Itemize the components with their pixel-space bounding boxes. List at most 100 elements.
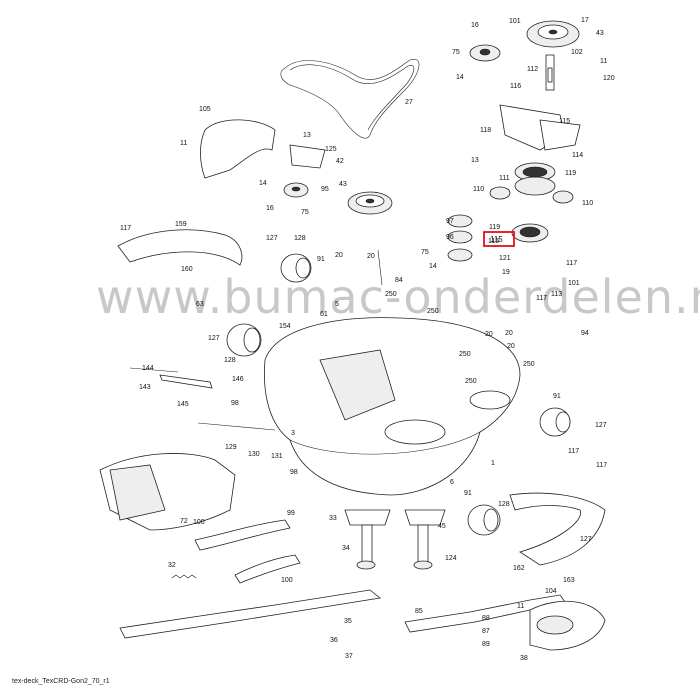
callout-label: 20	[367, 253, 375, 260]
parts-artwork	[99, 20, 606, 651]
callout-label: 104	[545, 588, 557, 595]
callout-label: 162	[513, 565, 525, 572]
callout-label: 250	[459, 351, 471, 358]
callout-label: 11	[600, 58, 607, 65]
callout-label: 34	[342, 545, 350, 552]
callout-label: 75	[421, 249, 429, 256]
callout-label: 91	[553, 393, 561, 400]
callout-label: 160	[181, 266, 193, 273]
callout-label: 5	[335, 301, 339, 308]
callout-label: 14	[259, 180, 267, 187]
callout-label: 36	[330, 637, 338, 644]
callout-label: 96	[446, 234, 454, 241]
callout-label: 111	[499, 175, 510, 182]
callout-label: 128	[294, 235, 306, 242]
callout-label: 127	[580, 536, 592, 543]
callout-label: 43	[596, 30, 604, 37]
callout-label: 45	[438, 523, 446, 530]
callout-label: 14	[429, 263, 437, 270]
callout-label: 117	[596, 462, 607, 469]
callout-label: 128	[498, 501, 510, 508]
callout-label: 101	[509, 18, 521, 25]
callout-label: 84	[395, 277, 403, 284]
callout-label: 75	[301, 209, 309, 216]
callout-label: 91	[317, 256, 325, 263]
callout-label: 144	[142, 365, 154, 372]
callout-label: 32	[168, 562, 176, 569]
callout-label: 88	[482, 615, 490, 622]
callout-label: 43	[339, 181, 347, 188]
callout-label: 17	[581, 17, 589, 24]
callout-label: 99	[287, 510, 295, 517]
callout-label: 250	[465, 378, 477, 385]
callout-label: 11	[517, 603, 524, 610]
callout-label: 163	[563, 577, 575, 584]
callout-label: 110	[582, 200, 593, 207]
callout-label: 27	[405, 99, 413, 106]
callout-label: 85	[415, 608, 423, 615]
callout-label: 37	[345, 653, 353, 660]
callout-label: 113	[551, 291, 562, 298]
callout-label: 146	[232, 376, 244, 383]
callout-label: 13	[303, 132, 311, 139]
callout-label: 6	[450, 479, 454, 486]
callout-label: 75	[452, 49, 460, 56]
callout-label: 159	[175, 221, 187, 228]
callout-label: 115	[488, 238, 499, 245]
callout-label: 105	[199, 106, 211, 113]
callout-label: 91	[464, 490, 472, 497]
callout-labels: 17 16 101 43 75 102 11 112 120 14 116 27…	[120, 17, 615, 662]
callout-label: 119	[565, 170, 576, 177]
callout-label: 13	[471, 157, 479, 164]
callout-label: 154	[279, 323, 291, 330]
callout-label: 127	[208, 335, 220, 342]
callout-label: 61	[320, 311, 328, 318]
callout-label: 115	[559, 118, 570, 125]
callout-label: 110	[473, 186, 484, 193]
callout-label: 16	[266, 205, 274, 212]
callout-label: 118	[480, 127, 491, 134]
callout-label: 38	[520, 655, 528, 662]
callout-label: 101	[568, 280, 580, 287]
diagram-caption: tex-deck_TexCRD-Gon2_70_r1	[12, 678, 110, 685]
callout-label: 145	[177, 401, 189, 408]
callout-label: 117	[568, 448, 579, 455]
callout-label: 100	[193, 519, 205, 526]
highlighted-part-label: 115	[490, 235, 503, 244]
callout-label: 117	[536, 295, 547, 302]
callout-label: 250	[385, 291, 397, 298]
callout-label: 250	[427, 308, 439, 315]
callout-label: 3	[291, 430, 295, 437]
callout-label: 130	[248, 451, 260, 458]
callout-label: 119	[489, 224, 500, 231]
callout-label: 100	[281, 577, 293, 584]
callout-label: 20	[505, 330, 513, 337]
callout-label: 112	[527, 66, 538, 73]
callout-label: 33	[329, 515, 337, 522]
watermark-text: www.bumac-onderdelen.nl	[96, 270, 700, 324]
callout-label: 1	[491, 460, 495, 467]
callout-label: 98	[290, 469, 298, 476]
callout-label: 72	[180, 518, 188, 525]
callout-label: 129	[225, 444, 237, 451]
callout-label: 20	[335, 252, 343, 259]
callout-label: 128	[224, 357, 236, 364]
callout-label: 121	[499, 255, 511, 262]
callout-label: 11	[180, 140, 187, 147]
callout-label: 19	[502, 269, 510, 276]
highlighted-part-callout[interactable]: 115	[483, 231, 515, 247]
callout-label: 87	[482, 628, 490, 635]
callout-label: 131	[271, 453, 283, 460]
callout-label: 94	[581, 330, 589, 337]
callout-label: 117	[120, 225, 131, 232]
callout-label: 95	[321, 186, 329, 193]
callout-label: 120	[603, 75, 615, 82]
callout-label: 102	[571, 49, 583, 56]
callout-label: 97	[446, 218, 454, 225]
callout-label: 16	[471, 22, 479, 29]
callout-label: 125	[325, 146, 337, 153]
callout-label: 250	[523, 361, 535, 368]
callout-label: 143	[139, 384, 151, 391]
callout-label: 35	[344, 618, 352, 625]
